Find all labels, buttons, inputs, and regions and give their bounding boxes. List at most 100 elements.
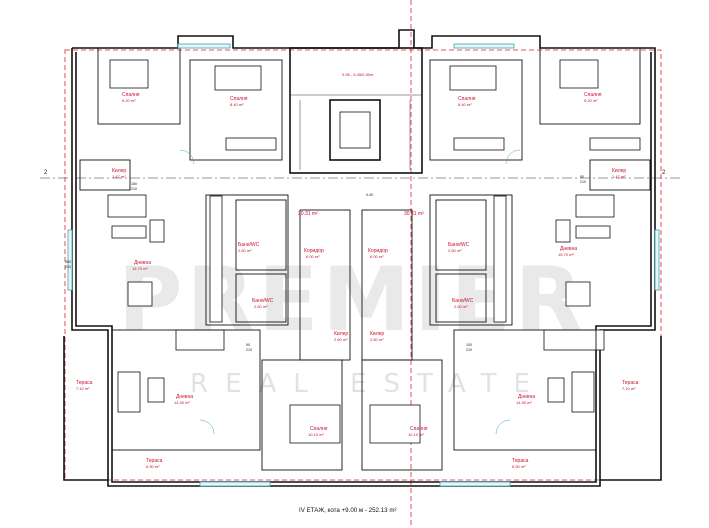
dim-7: 100 [466,343,472,347]
sofa-r [575,194,615,218]
kitchen-counter-l [209,195,223,323]
area-terrace-br: 6.90 m² [512,464,526,469]
armchair-l [149,219,165,243]
room-bedroom-tr [539,47,641,125]
area-bedroom-tl2: 8.40 m² [230,102,244,107]
sofa-br [571,371,595,413]
room-bath-r2 [435,273,487,323]
area-living-br: 14.30 m² [516,400,532,405]
window-bottom-r [439,481,511,487]
label-terrace-l: Тераса [76,380,93,386]
room-bedroom-tr2 [429,59,523,161]
dim-4: 210 [246,348,252,352]
area-living-r: 15.70 m² [558,252,574,257]
area-bedroom-tr2: 8.40 m² [458,102,472,107]
label-bedroom-br: Спалня [410,426,428,432]
area-living-l: 15.70 m² [132,266,148,271]
area-bath-r2: 2.50 m² [454,304,468,309]
dining-table-l [127,281,153,307]
area-bedroom-tr: 9.20 m² [584,98,598,103]
dim-3: 90 [246,343,250,347]
kitchen-counter-br [543,329,605,351]
label-bedroom-bl: Спалня [310,426,328,432]
room-bedroom-tl2 [189,59,283,161]
watermark-tagline: REAL ESTATE [190,369,547,399]
label-storage-cr: Килер [370,331,384,337]
dim-1: 180 [131,182,137,186]
stair-label: 0.95 - 5.45/0.30m [342,72,374,77]
label-terrace-bl: Тераса [146,458,163,464]
elevator-cabin [339,111,371,149]
area-terrace-l: 7.10 m² [76,386,90,391]
table-br [547,377,565,403]
label-corridor-r: Коридор [368,248,388,254]
label-living-r: Дневна [560,246,577,252]
dim-5: 300 [65,260,71,264]
area-storage-cl: 2.60 m² [334,337,348,342]
bed-tr2 [449,65,497,91]
area-storage-cr: 2.60 m² [370,337,384,342]
dining-table-r [565,281,591,307]
area-bath-l2: 2.50 m² [254,304,268,309]
bed-tl [109,59,149,89]
stair-core [289,47,423,174]
dim-8: 210 [466,348,472,352]
door-arc-3 [199,419,215,435]
dim-9: 80 [580,175,584,179]
label-living-l: Дневна [134,260,151,266]
area-bath-r: 2.50 m² [448,248,462,253]
wardrobe-tl [225,137,277,151]
apartment-core-l [205,194,289,326]
label-bath-l: Баня/WC [238,242,260,248]
floor-caption: IV ЕТАЖ, кота +9.00 м - 252.13 m² [299,507,397,514]
label-living-br: Дневна [518,394,535,400]
outer-wall-main [71,48,656,487]
label-storage-r: Килер [612,168,626,174]
apt-area-l: 30.31 m² [298,211,318,217]
dim-6: 240 [65,265,71,269]
area-corridor-l: 6.00 m² [306,254,320,259]
area-corridor-r: 6.00 m² [370,254,384,259]
area-bedroom-br: 10.10 m² [408,432,424,437]
room-bedroom-bl [261,359,343,471]
window-left [67,229,73,291]
area-bedroom-bl: 10.10 m² [308,432,324,437]
label-bedroom-tr2: Спалня [458,96,476,102]
label-corridor-l: Коридор [304,248,324,254]
wardrobe-tr2 [589,137,641,151]
axis-label-right: 2 [662,170,666,176]
room-storage-r [589,159,651,191]
area-storage-r: 1.47 m² [612,174,626,179]
kitchen-counter-r [493,195,507,323]
dim-11: 0.40 [366,193,373,197]
room-living-br [453,329,597,451]
table-bl [147,377,165,403]
label-living-bl: Дневна [176,394,193,400]
apt-area-r: 30.31 m² [404,211,424,217]
door-arc-2 [505,149,521,165]
room-storage-l [79,159,131,191]
kitchen-counter-bl [175,329,225,351]
stair-treads [290,94,422,170]
inner-wall-line [75,52,652,483]
sofa-l [107,194,147,218]
area-storage-l: 1.47 m² [112,174,126,179]
bed-bl [289,404,341,444]
label-terrace-br: Тераса [512,458,529,464]
label-bedroom-tr: Спалня [584,92,602,98]
label-storage-l: Килер [112,168,126,174]
area-bedroom-tl: 9.20 m² [122,98,136,103]
label-terrace-r: Тераса [622,380,639,386]
terrace-wall-left [63,336,108,481]
room-living-bl [111,329,261,451]
label-bath-r: Баня/WC [448,242,470,248]
room-bedroom-tl [97,47,181,125]
outer-wall-top [72,29,656,175]
bed-br [369,404,421,444]
area-living-bl: 14.30 m² [174,400,190,405]
apartment-core-r [429,194,513,326]
label-storage-cl: Килер [334,331,348,337]
label-bedroom-tl: Спалня [122,92,140,98]
area-terrace-r: 7.10 m² [622,386,636,391]
window-top-r [453,43,515,49]
